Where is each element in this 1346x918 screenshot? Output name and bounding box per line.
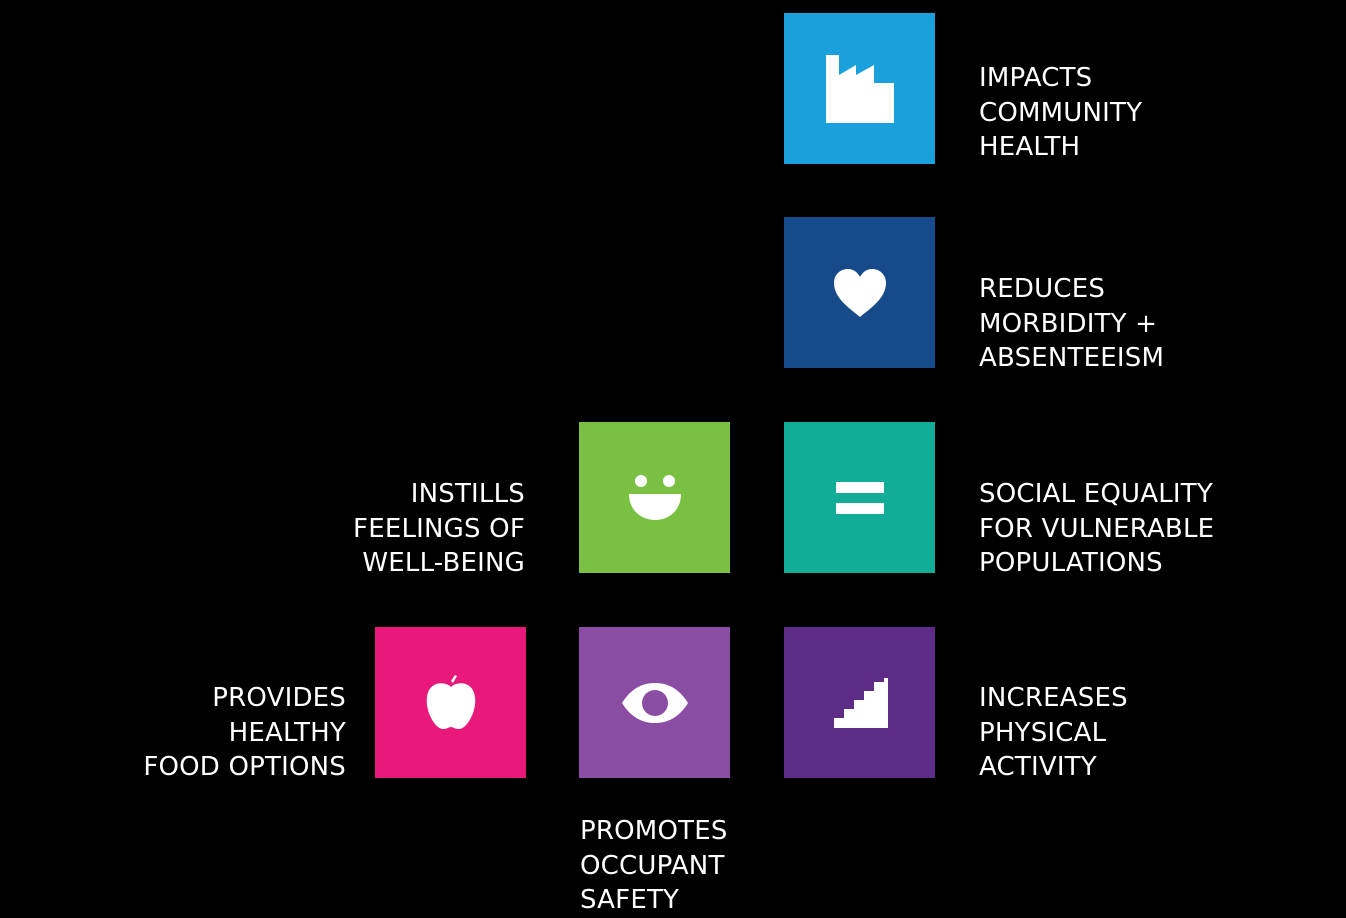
healthy-food-tile <box>375 627 526 778</box>
label-line: SOCIAL EQUALITY <box>979 479 1213 509</box>
smiley-icon <box>628 474 681 520</box>
label-line: COMMUNITY <box>979 97 1143 128</box>
label-line: FOOD OPTIONS <box>143 752 346 782</box>
factory-icon <box>825 54 894 123</box>
occupant-safety-label: PROMOTES OCCUPANT SAFETY <box>580 814 728 918</box>
label-line: PROVIDES <box>212 683 346 713</box>
stairs-icon <box>833 677 888 728</box>
label-line: HEALTH <box>979 132 1081 162</box>
label-line: MORBIDITY + <box>979 308 1158 339</box>
label-line: INCREASES <box>979 683 1128 713</box>
well-being-tile <box>579 422 730 573</box>
label-line: FOR VULNERABLE <box>979 513 1215 544</box>
morbidity-tile <box>784 217 935 368</box>
well-being-label: INSTILLS FEELINGS OF WELL-BEING <box>353 477 525 581</box>
physical-activity-tile <box>784 627 935 778</box>
heart-icon <box>833 268 886 317</box>
label-line: PHYSICAL <box>979 717 1107 748</box>
social-equality-label: SOCIAL EQUALITY FOR VULNERABLE POPULATIO… <box>979 477 1214 581</box>
label-line: REDUCES <box>979 274 1106 304</box>
community-health-tile <box>784 13 935 164</box>
healthy-food-label: PROVIDES HEALTHY FOOD OPTIONS <box>143 681 346 785</box>
apple-icon <box>426 674 475 729</box>
label-line: HEALTHY <box>228 717 346 748</box>
eye-icon <box>621 682 688 723</box>
eye-pupil <box>641 689 668 716</box>
label-line: FEELINGS OF <box>353 513 525 544</box>
label-line: WELL-BEING <box>362 548 525 578</box>
morbidity-label: REDUCES MORBIDITY + ABSENTEEISM <box>979 272 1164 376</box>
social-equality-tile <box>784 422 935 573</box>
community-health-label: IMPACTS COMMUNITY HEALTH <box>979 61 1142 165</box>
label-line: ABSENTEEISM <box>979 343 1165 373</box>
label-line: PROMOTES <box>580 816 728 846</box>
label-line: POPULATIONS <box>979 548 1163 578</box>
physical-activity-label: INCREASES PHYSICAL ACTIVITY <box>979 681 1128 785</box>
label-line: ACTIVITY <box>979 752 1097 782</box>
label-line: INSTILLS <box>410 479 525 509</box>
label-line: SAFETY <box>580 885 680 915</box>
occupant-safety-tile <box>579 627 730 778</box>
label-line: IMPACTS <box>979 63 1093 93</box>
label-line: OCCUPANT <box>580 850 725 881</box>
equals-icon <box>835 481 884 514</box>
